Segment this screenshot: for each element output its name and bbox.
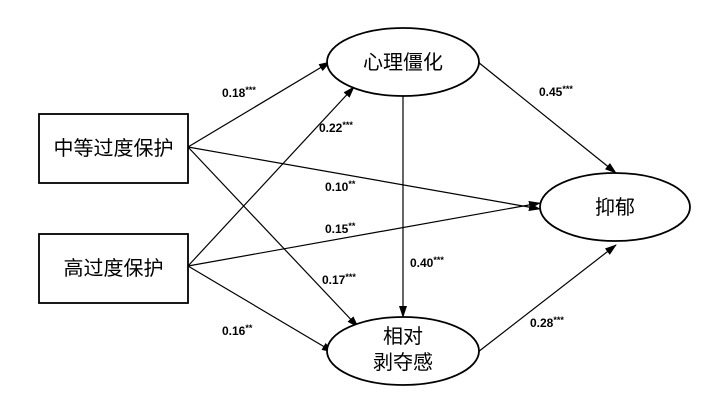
edge-moderate-to-depression <box>187 146 541 212</box>
node-depression-ellipse <box>539 172 691 242</box>
edge-high-to-depression <box>187 201 541 267</box>
coef-rigidity-to-depression: 0.45*** <box>539 84 573 99</box>
node-psychological-rigidity-label: 心理僵化 <box>363 50 443 74</box>
coef-high-to-rigidity: 0.22*** <box>319 120 353 135</box>
coef-rigidity-to-deprivation: 0.40*** <box>410 255 444 270</box>
node-moderate-overprotection-label: 中等过度保护 <box>54 136 174 160</box>
node-depression-label: 抑郁 <box>595 195 635 219</box>
node-relative-deprivation-label-line2: 剥夺感 <box>373 350 433 374</box>
edge-high-to-deprivation <box>187 265 334 353</box>
edge-deprivation-to-depression <box>477 244 617 353</box>
node-psychological-rigidity-ellipse <box>326 27 480 97</box>
edge-moderate-to-rigidity <box>187 61 331 148</box>
edge-moderate-to-deprivation <box>187 146 359 328</box>
coef-moderate-to-rigidity: 0.18*** <box>222 85 256 100</box>
node-relative-deprivation-ellipse <box>326 316 480 386</box>
coef-high-to-depression: 0.15** <box>325 221 356 236</box>
edge-rigidity-to-depression <box>477 61 617 174</box>
edge-high-to-rigidity <box>187 86 355 267</box>
node-high-overprotection-box <box>38 233 189 304</box>
node-high-overprotection-label: 高过度保护 <box>64 256 164 280</box>
node-moderate-overprotection-box <box>38 113 189 184</box>
coef-deprivation-to-depression: 0.28*** <box>530 315 564 330</box>
node-relative-deprivation-label-line1: 相对 <box>383 324 423 348</box>
coef-moderate-to-depression: 0.10** <box>325 179 356 194</box>
coef-moderate-to-deprivation: 0.17*** <box>322 272 356 287</box>
coef-high-to-deprivation: 0.16** <box>222 323 253 338</box>
